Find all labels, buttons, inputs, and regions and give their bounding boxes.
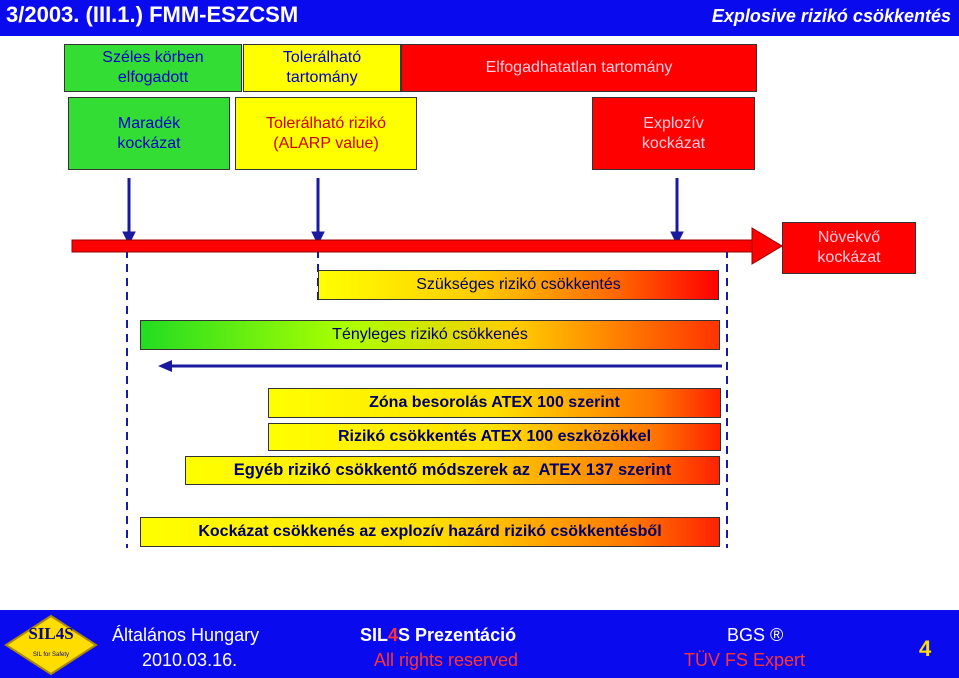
overall-reduction-label: Kockázat csökkenés az explozív hazárd ri… [198,523,662,540]
actual-reduction-label: Tényleges rizikó csökkenés [332,326,528,343]
sil4s-logo-icon [4,614,98,676]
increasing-risk-label: Növekvő kockázat [817,229,881,266]
residual-risk-box: Maradék kockázat [68,97,230,170]
footer-brand: BGS ® [727,625,784,645]
page-number: 4 [919,636,932,661]
increasing-risk-arrow [71,227,783,265]
explosive-risk-label: Explozív kockázat [641,114,706,152]
logo-text: SIL4S [28,624,74,643]
footer-presentation: SIL4S Prezentáció [360,625,516,646]
tolerable-range-box: Tolerálható tartomány [243,44,401,92]
arrow-down-residual [122,178,136,246]
broadly-acceptable-label: Széles körben elfogadott [102,49,204,86]
page-subtitle: Explosive rizikó csökkentés [711,6,951,26]
residual-risk-label: Maradék kockázat [117,114,181,152]
footer-org: Általános Hungary [112,625,260,645]
arrow-down-explosive [670,178,684,246]
required-reduction-bar: Szükséges rizikó csökkentés [318,270,719,300]
presentation-highlight: 4 [388,625,399,645]
actual-reduction-bar: Tényleges rizikó csökkenés [140,320,720,350]
overall-reduction-bar: Kockázat csökkenés az explozív hazárd ri… [140,517,720,547]
tolerable-risk-label: Tolerálható rizikó [265,114,387,132]
unacceptable-range-box: Elfogadhatatlan tartomány [401,44,757,92]
risk-reduction-arrow [158,360,722,372]
page-title: 3/2003. (III.1.) FMM-ESZCSM [6,2,299,27]
footer-bar [0,610,959,678]
logo-subtext: SIL for Safety [32,652,70,658]
tolerable-range-label: Tolerálható tartomány [282,49,362,86]
footer-expert: TÜV FS Expert [684,650,806,670]
tolerable-risk-box: Tolerálható rizikó (ALARP value) [235,97,417,170]
zone-classification-label: Zóna besorolás ATEX 100 szerint [369,394,620,411]
unacceptable-range-label: Elfogadhatatlan tartomány [485,59,673,76]
explosive-risk-box: Explozív kockázat [592,97,755,170]
header-bar [0,0,959,36]
other-methods-label: Egyéb rizikó csökkentő módszerek az ATEX… [233,461,672,479]
broadly-acceptable-box: Széles körben elfogadott [64,44,242,92]
atex100-tools-bar: Rizikó csökkentés ATEX 100 eszközökkel [268,423,721,451]
increasing-risk-box: Növekvő kockázat [782,222,916,274]
footer-date: 2010.03.16. [142,650,238,670]
atex100-tools-label: Rizikó csökkentés ATEX 100 eszközökkel [337,428,652,445]
presentation-prefix: SIL [360,625,389,645]
zone-classification-bar: Zóna besorolás ATEX 100 szerint [268,388,721,418]
presentation-suffix: S Prezentáció [398,625,517,645]
footer-rights: All rights reserved [374,650,519,670]
other-methods-bar: Egyéb rizikó csökkentő módszerek az ATEX… [185,456,720,485]
arrow-down-tolerable [311,178,325,246]
required-reduction-label: Szükséges rizikó csökkentés [416,276,621,293]
alarp-label: (ALARP value) [273,134,379,152]
